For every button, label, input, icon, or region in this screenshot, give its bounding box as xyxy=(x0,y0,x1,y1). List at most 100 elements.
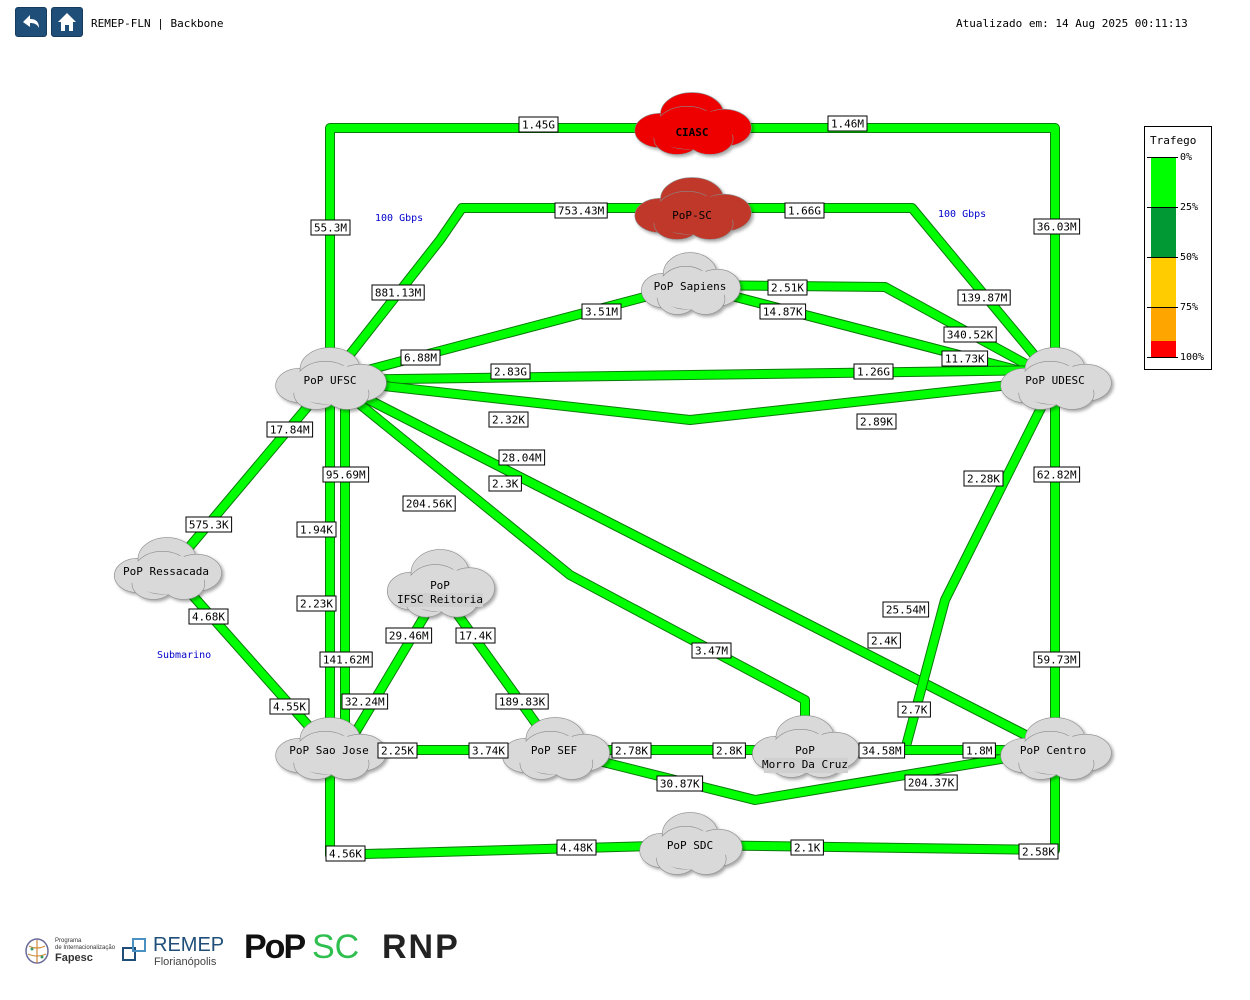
morro-node-label-1: PoP xyxy=(795,744,815,757)
traffic-label: 4.68K xyxy=(192,611,225,624)
sdc-node-label: PoP SDC xyxy=(667,839,713,852)
traffic-label: 2.51K xyxy=(771,282,804,295)
traffic-label: 2.4K xyxy=(871,635,898,648)
traffic-label: 1.94K xyxy=(300,524,333,537)
traffic-label: 2.8K xyxy=(716,745,743,758)
fapesc-text-1: Programa xyxy=(55,938,82,944)
traffic-label: 17.84M xyxy=(270,424,310,437)
saojose-node[interactable] xyxy=(275,717,387,780)
traffic-label: 34.58M xyxy=(862,745,902,758)
traffic-label-box xyxy=(556,839,597,856)
legend-band-2 xyxy=(1151,207,1176,257)
traffic-label-box xyxy=(490,363,531,380)
traffic-label-box xyxy=(498,449,546,466)
ciasc-node-label: CIASC xyxy=(675,126,708,139)
traffic-label-box xyxy=(266,421,314,438)
sef-node[interactable] xyxy=(502,717,610,780)
link-7[interactable] xyxy=(329,375,1056,425)
fapesc-text-3: Fapesc xyxy=(55,952,93,964)
ressacada-node[interactable] xyxy=(114,537,222,600)
legend-band-5 xyxy=(1151,341,1176,357)
traffic-label: 141.62M xyxy=(323,654,370,667)
submarino-annotation: Submarino xyxy=(157,650,211,661)
traffic-label-box xyxy=(402,495,456,512)
traffic-label-box xyxy=(188,608,229,625)
traffic-label-box xyxy=(488,411,529,428)
traffic-label: 340.52K xyxy=(947,329,994,342)
popsc-logo-text-a: PoP xyxy=(244,928,306,966)
traffic-label-box xyxy=(371,284,425,301)
traffic-label-box xyxy=(963,470,1004,487)
traffic-label: 36.03M xyxy=(1037,221,1077,234)
udesc-100g-annotation: 100 Gbps xyxy=(938,209,986,220)
popsc-logo-text-b: SC xyxy=(312,928,360,966)
traffic-label-box xyxy=(767,279,808,296)
popsc-node[interactable] xyxy=(634,177,752,240)
ufsc-node[interactable] xyxy=(275,347,387,410)
link-fill-6 xyxy=(329,366,1056,384)
ciasc-node[interactable] xyxy=(634,92,752,155)
traffic-label-box xyxy=(581,303,622,320)
traffic-label: 2.89K xyxy=(860,416,893,429)
traffic-label-box xyxy=(377,742,418,759)
sef-node-label: PoP SEF xyxy=(531,744,577,757)
udesc-node-label: PoP UDESC xyxy=(1025,374,1085,387)
legend-tick: 0% xyxy=(1180,152,1193,163)
traffic-label-box xyxy=(867,632,901,649)
traffic-label: 14.87K xyxy=(763,306,803,319)
legend-tick-line xyxy=(1147,257,1178,258)
traffic-label-box xyxy=(941,350,989,367)
traffic-label-box xyxy=(341,693,389,710)
link-fill-19 xyxy=(554,746,1056,804)
traffic-label-box xyxy=(691,642,732,659)
brain-icon xyxy=(25,938,49,964)
traffic-label-box xyxy=(904,774,958,791)
legend-tick: 50% xyxy=(1180,252,1199,263)
traffic-label: 2.83G xyxy=(494,366,527,379)
legend-tick-line xyxy=(1147,307,1178,308)
footer-logos: Programa de Internacionalização Fapesc R… xyxy=(24,928,494,970)
fapesc-text-2: de Internacionalização xyxy=(55,945,116,951)
traffic-label: 1.66G xyxy=(788,205,821,218)
traffic-label-box xyxy=(712,742,746,759)
traffic-label: 29.46M xyxy=(389,630,429,643)
traffic-label-box xyxy=(468,742,509,759)
traffic-label-box xyxy=(322,466,370,483)
traffic-label: 753.43M xyxy=(558,205,605,218)
traffic-label: 1.8M xyxy=(966,745,993,758)
popsc-node-label: PoP-SC xyxy=(672,209,712,222)
centro-node-label: PoP Centro xyxy=(1020,744,1086,757)
home-icon xyxy=(58,13,76,31)
saojose-node-label: PoP Sao Jose xyxy=(289,744,368,757)
traffic-label-box xyxy=(325,845,366,862)
traffic-label: 2.58K xyxy=(1022,846,1055,859)
traffic-label-box xyxy=(385,627,433,644)
traffic-label-box xyxy=(827,115,868,132)
traffic-label-box xyxy=(319,651,373,668)
link-fill-5 xyxy=(688,281,1057,384)
udesc-node[interactable] xyxy=(1000,347,1112,410)
traffic-label-box xyxy=(1033,466,1081,483)
home-button[interactable] xyxy=(51,7,83,37)
back-button[interactable] xyxy=(15,7,47,37)
ufsc-100g-annotation: 100 Gbps xyxy=(375,213,423,224)
traffic-label: 204.37K xyxy=(908,777,955,790)
back-arrow-icon xyxy=(23,15,39,28)
sdc-node[interactable] xyxy=(639,812,743,875)
traffic-label: 95.69M xyxy=(326,469,366,482)
morro-node-label-2: Morro Da Cruz xyxy=(762,758,848,771)
traffic-label-box xyxy=(488,475,522,492)
legend-tick: 25% xyxy=(1180,202,1199,213)
fapesc-logo: Programa de Internacionalização Fapesc xyxy=(24,934,116,968)
ressacada-node-label: PoP Ressacada xyxy=(123,565,209,578)
centro-node[interactable] xyxy=(1000,717,1112,780)
sapiens-node[interactable] xyxy=(641,252,741,315)
traffic-label: 62.82M xyxy=(1037,469,1077,482)
traffic-label: 4.48K xyxy=(560,842,593,855)
traffic-label-box xyxy=(957,289,1011,306)
traffic-label: 11.73K xyxy=(945,353,985,366)
traffic-label: 3.51M xyxy=(585,306,618,319)
